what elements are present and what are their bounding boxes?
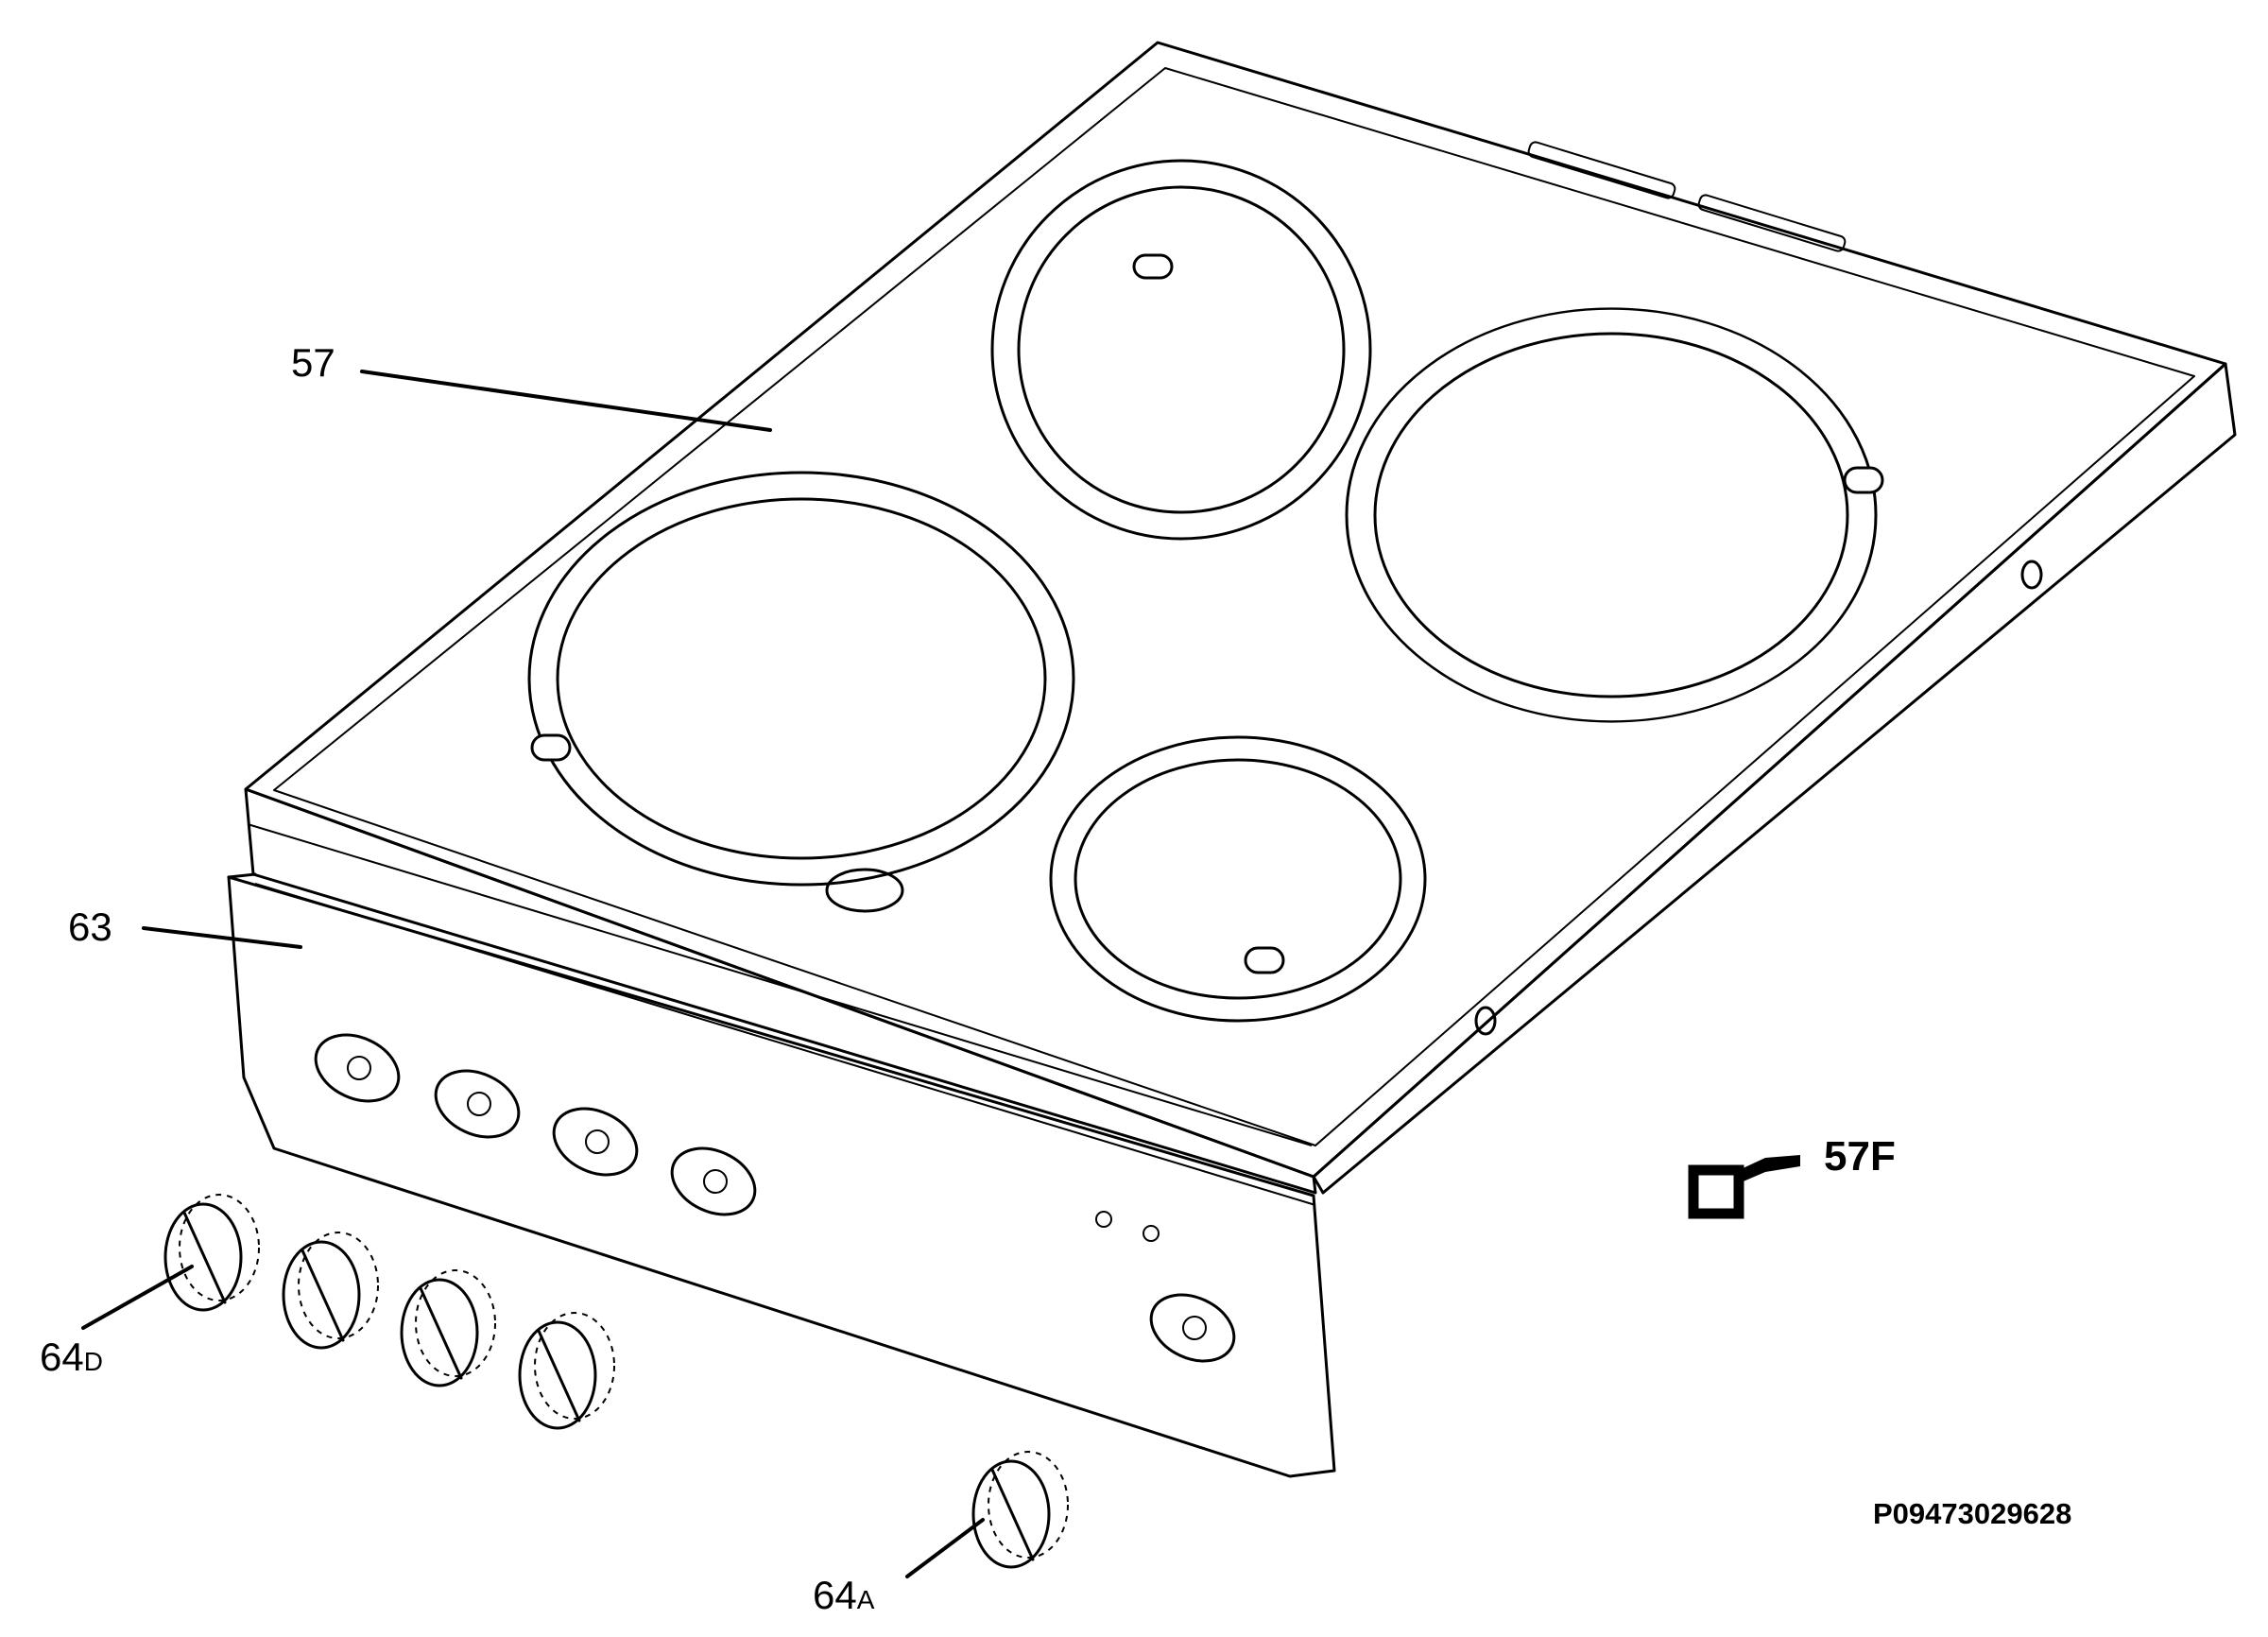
control-knob-d2: [282, 1232, 379, 1350]
callout-64a: 64A: [813, 1573, 875, 1617]
knob-mount: [1149, 1293, 1236, 1363]
cooking-zone-front-right: [1049, 735, 1427, 1023]
cooking-zone-rear-right: [1345, 307, 1884, 723]
wrench-key-icon: [1688, 1155, 1800, 1219]
callout-63: 63: [68, 905, 112, 949]
indicator-light: [825, 868, 904, 913]
drawing-code: P09473029628: [1873, 1497, 2071, 1530]
hob-glass-top: [244, 41, 2237, 1195]
cooking-zone-rear-left: [990, 159, 1372, 541]
leader-63: [142, 926, 302, 949]
callout-57f: 57F: [1824, 1133, 1896, 1180]
leader-64a: [905, 1518, 985, 1578]
screw-hole: [2020, 560, 2043, 590]
cooking-zone-front-left: [527, 471, 1075, 887]
control-knob-a: [971, 1451, 1069, 1569]
callout-57: 57: [291, 340, 335, 385]
control-knob-d3: [400, 1269, 496, 1387]
knob-mount: [552, 1107, 639, 1177]
knob-mount: [434, 1069, 521, 1139]
leader-64d: [81, 1265, 194, 1330]
screw-hole: [1474, 1006, 1497, 1036]
callout-64d: 64D: [40, 1335, 103, 1379]
control-knob-d1: [163, 1194, 260, 1312]
knob-mount: [314, 1033, 401, 1103]
leader-57: [360, 370, 772, 432]
control-knob-d4: [518, 1312, 615, 1430]
knob-mount: [670, 1146, 757, 1216]
control-panel: [227, 872, 1336, 1478]
